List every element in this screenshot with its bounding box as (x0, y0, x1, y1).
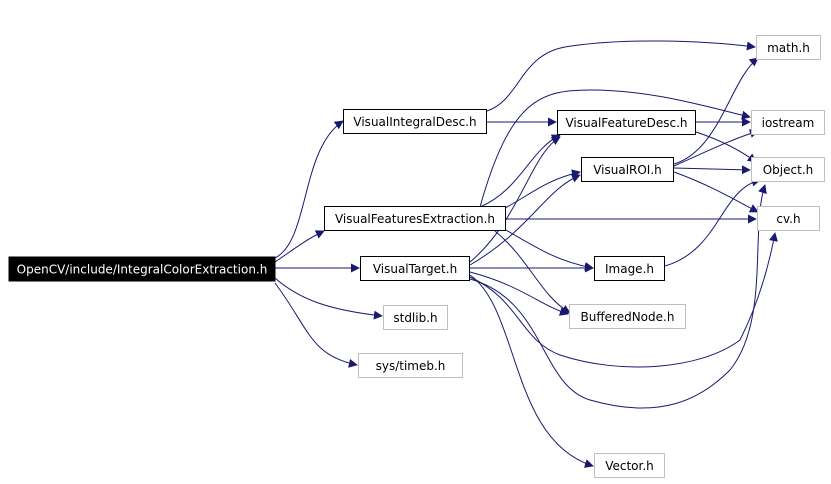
edge-vt-to-object (469, 184, 767, 409)
edge-visualintegraldesc-to-math (486, 40, 756, 112)
node-visualfeaturedesc-label: VisualFeatureDesc.h (565, 116, 687, 130)
node-image-label: Image.h (605, 262, 654, 276)
edge-root-to-visualintegraldesc (274, 120, 344, 259)
node-visualfeaturesextraction[interactable]: VisualFeaturesExtraction.h (324, 206, 506, 231)
node-iostream-label: iostream (762, 116, 815, 130)
node-iostream[interactable]: iostream (751, 110, 825, 135)
node-visualintegraldesc[interactable]: VisualIntegralDesc.h (343, 109, 487, 134)
node-visualfeaturedesc[interactable]: VisualFeatureDesc.h (557, 110, 696, 135)
node-object[interactable]: Object.h (751, 157, 825, 182)
edge-vfd-to-object (695, 131, 757, 163)
root-node[interactable]: OpenCV/include/IntegralColorExtraction.h (8, 256, 276, 282)
node-math[interactable]: math.h (756, 35, 821, 60)
edge-root-to-stdlib (274, 277, 383, 320)
node-math-label: math.h (767, 41, 810, 55)
edge-vfe-to-iostream (479, 89, 751, 208)
node-image[interactable]: Image.h (594, 256, 665, 281)
node-cv[interactable]: cv.h (757, 206, 820, 231)
node-visualroi-label: VisualROI.h (593, 163, 662, 177)
edge-vt-to-vector (469, 274, 594, 468)
edges (274, 40, 778, 468)
edge-vt-to-visualfeaturedesc (469, 136, 561, 263)
node-cv-label: cv.h (776, 212, 800, 226)
node-visualtarget[interactable]: VisualTarget.h (360, 256, 470, 281)
node-vector-label: Vector.h (605, 459, 654, 473)
edge-image-to-object (664, 177, 761, 267)
edge-vroi-to-iostream (673, 129, 759, 167)
node-visualroi[interactable]: VisualROI.h (581, 157, 674, 182)
node-visualfeaturesextraction-label: VisualFeaturesExtraction.h (335, 212, 495, 226)
edge-vroi-to-cv (673, 171, 759, 213)
node-stdlib-label: stdlib.h (393, 311, 437, 325)
edge-vt-to-visualroi (469, 174, 581, 266)
edge-vfe-to-visualroi (504, 169, 581, 209)
edge-vroi-to-object (673, 165, 751, 175)
node-visualtarget-label: VisualTarget.h (373, 262, 457, 276)
node-vector[interactable]: Vector.h (594, 453, 665, 478)
edge-vfe-to-bufferednode (494, 230, 571, 314)
edge-vt-to-cv (469, 232, 778, 368)
edge-vt-to-bufferednode (469, 271, 569, 316)
edge-vfe-to-image (505, 229, 594, 271)
node-stdlib[interactable]: stdlib.h (383, 305, 448, 330)
node-systimeb-label: sys/timeb.h (376, 359, 446, 373)
edge-root-to-visualfeaturesextraction (274, 230, 325, 263)
node-bufferednode[interactable]: BufferedNode.h (569, 304, 686, 329)
edge-vroi-to-math (673, 57, 759, 165)
node-visualintegraldesc-label: VisualIntegralDesc.h (353, 115, 476, 129)
edge-root-to-systimeb (274, 282, 358, 368)
root-node-label: OpenCV/include/IntegralColorExtraction.h (17, 263, 268, 277)
node-object-label: Object.h (763, 163, 814, 177)
node-systimeb[interactable]: sys/timeb.h (358, 353, 463, 378)
node-bufferednode-label: BufferedNode.h (581, 310, 675, 324)
